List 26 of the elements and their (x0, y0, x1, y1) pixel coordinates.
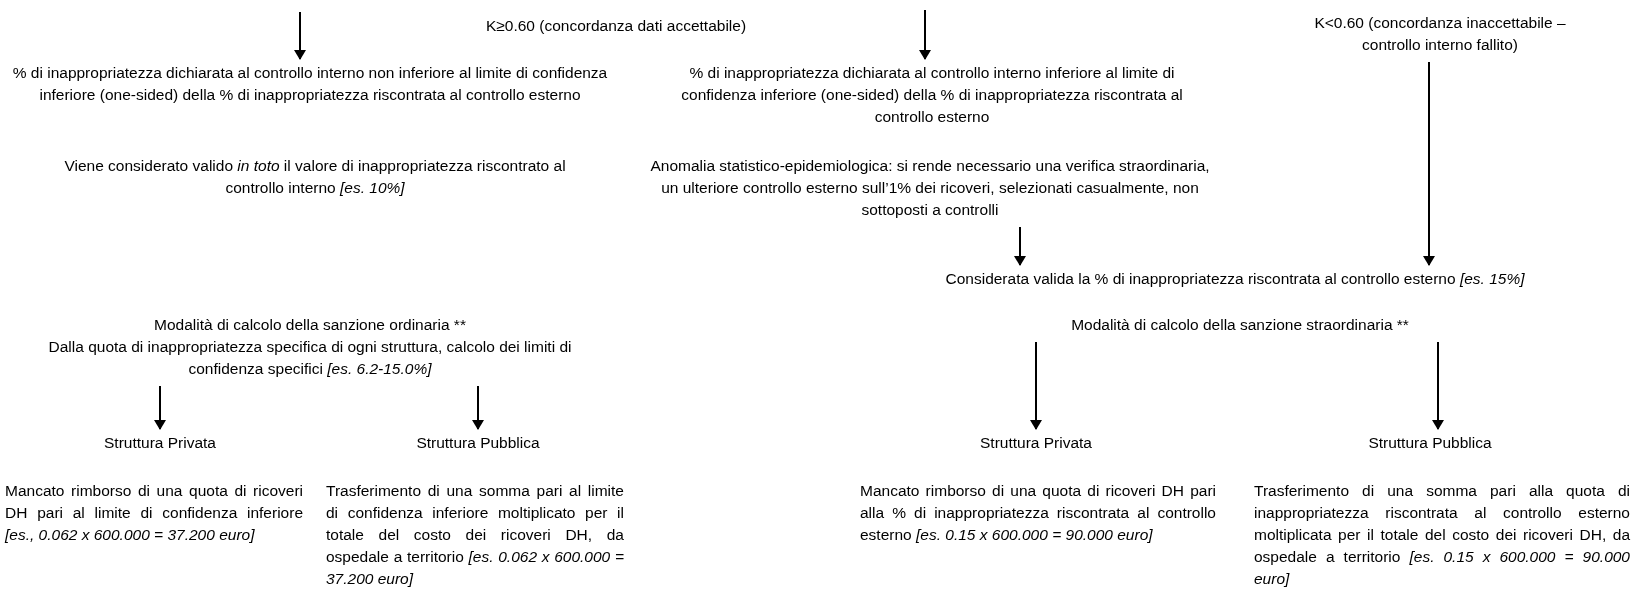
arrow (1432, 341, 1444, 430)
flow-text: Struttura Privata (103, 433, 217, 453)
flow-text: Mancato rimborso di una quota di ricoveri DH pari al limite di confidenza inferiore [es., 0.062 x 600.000 = 37.200 euro] (5, 481, 303, 545)
flow-text: Modalità di calcolo della sanzione straordinaria ** (1070, 315, 1410, 335)
arrow (1423, 61, 1435, 266)
flow-text: Anomalia statistico-epidemiologica: si rende necessario una verifica straordinaria, un ulteriore controllo esterno sull’1% dei ricoveri, selezionati casualmente, non sottoposti a controlli (649, 156, 1211, 220)
arrow (919, 9, 931, 60)
arrow (154, 385, 166, 430)
flow-text: Dalla quota di inappropriatezza specifica di ogni struttura, calcolo dei limiti di confidenza specifici [es. 6.2-15.0%] (47, 337, 573, 379)
flow-text: K<0.60 (concordanza inaccettabile – controllo interno fallito) (1313, 13, 1567, 55)
flow-text: Struttura Privata (979, 433, 1093, 453)
arrow (472, 385, 484, 430)
flow-text: Trasferimento di una somma pari al limite di confidenza inferiore moltiplicato per il totale del costo dei ricoveri DH, da ospedale a territorio [es. 0.062 x 600.000 = 37.200 euro] (326, 481, 624, 589)
arrow (1030, 341, 1042, 430)
flow-text: Viene considerato valido in toto il valore di inappropriatezza riscontrato al controllo interno [es. 10%] (63, 156, 567, 198)
flow-text: Considerata valida la % di inappropriatezza riscontrata al controllo esterno [es. 15%] (944, 269, 1526, 289)
condition-label: K≥0.60 (concordanza dati accettabile) (485, 16, 747, 36)
flow-text: Trasferimento di una somma pari alla quota di inappropriatezza riscontrata al controllo esterno moltiplicata per il totale del costo dei ricoveri DH, da ospedale a territorio [es. 0.15 x 600.000 = 90.000 euro] (1254, 481, 1630, 589)
flow-text: Struttura Pubblica (415, 433, 541, 453)
arrow (1014, 226, 1026, 266)
flow-text: % di inappropriatezza dichiarata al controllo interno non inferiore al limite di confidenza inferiore (one-sided) della % di inappropriatezza riscontrata al controllo esterno (11, 63, 609, 105)
flow-text: % di inappropriatezza dichiarata al controllo interno inferiore al limite di confidenza inferiore (one-sided) della % di inappropriatezza riscontrata al controllo esterno (680, 63, 1184, 127)
flow-text: Struttura Pubblica (1367, 433, 1493, 453)
arrow (294, 11, 306, 60)
flow-heading: Modalità di calcolo della sanzione ordinaria ** (153, 315, 467, 335)
flow-text: Mancato rimborso di una quota di ricoveri DH pari alla % di inappropriatezza riscontrata al controllo esterno [es. 0.15 x 600.000 = 90.000 euro] (860, 481, 1216, 545)
